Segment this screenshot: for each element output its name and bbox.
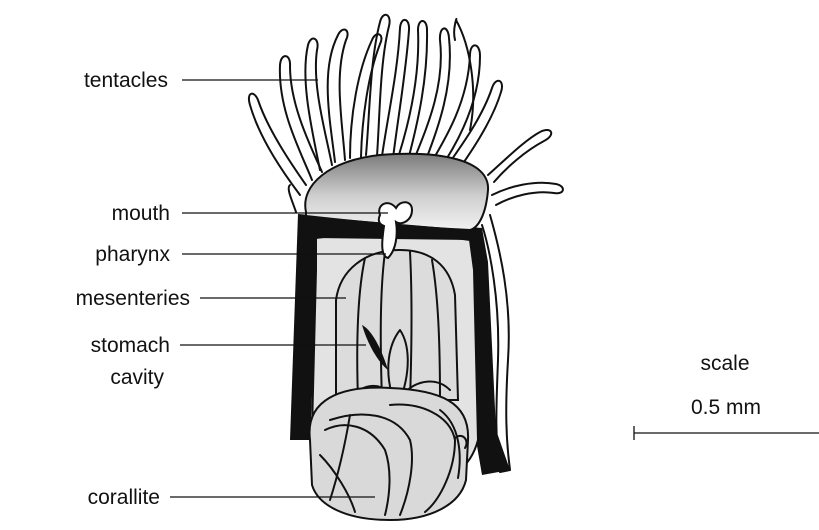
label-pharynx: pharynx (95, 243, 170, 266)
scale-title: scale (700, 352, 749, 375)
tentacle (328, 30, 348, 162)
label-tentacles: tentacles (84, 69, 168, 92)
label-stomach: stomach (91, 334, 170, 357)
scale-group: scale 0.5 mm (634, 352, 819, 440)
tentacle (492, 183, 563, 205)
scale-value: 0.5 mm (691, 396, 761, 419)
label-cavity: cavity (110, 366, 164, 389)
tentacle (488, 130, 551, 182)
label-mouth: mouth (112, 202, 170, 225)
tentacle (350, 34, 381, 158)
label-mesenteries: mesenteries (76, 287, 190, 310)
labels: tentacles mouth pharynx mesenteries stom… (76, 69, 190, 509)
label-corallite: corallite (88, 486, 160, 509)
